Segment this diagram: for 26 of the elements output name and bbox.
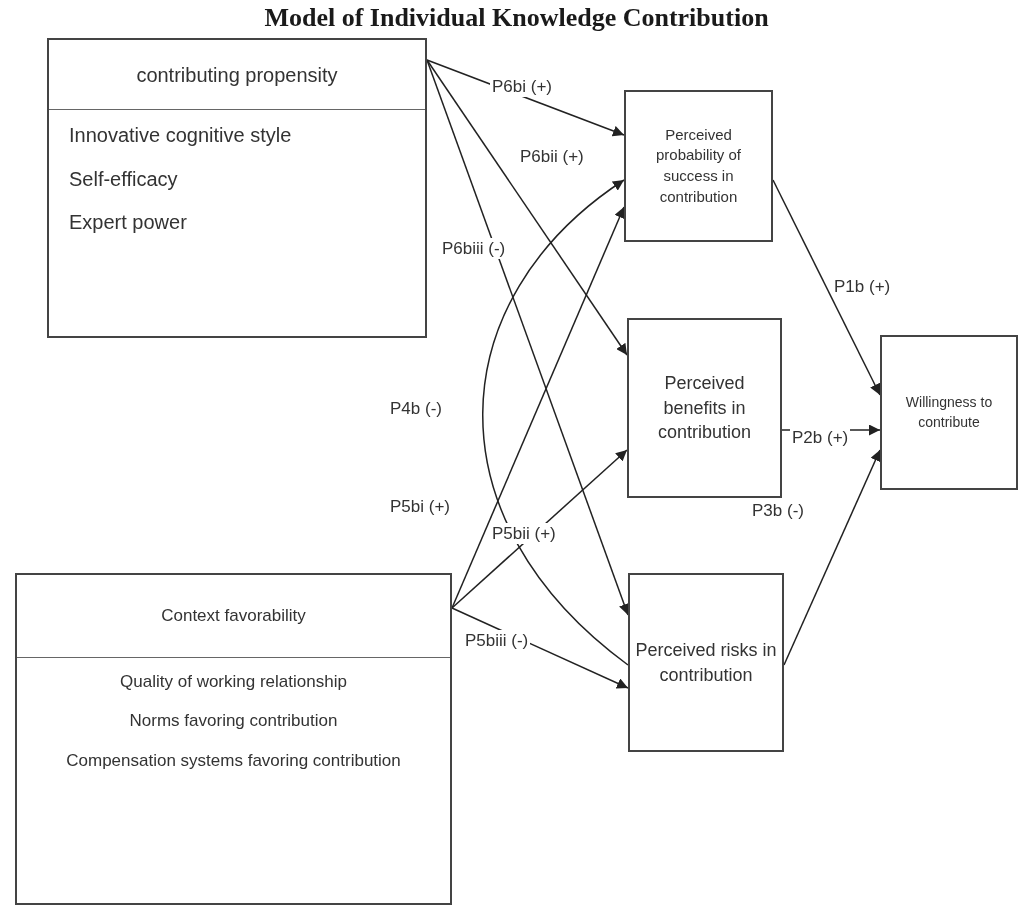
factor-text: Self-efficacy xyxy=(69,166,178,192)
factor-text: Innovative cognitive style xyxy=(69,123,292,148)
mediator-box xyxy=(624,90,773,242)
mediator-box xyxy=(627,318,782,498)
factor-text: Expert power xyxy=(69,210,187,235)
box-text: Perceived probability of success in contribution xyxy=(654,124,743,207)
factor-text: Norms favoring contribution xyxy=(129,710,338,733)
factor-text: Quality of working relationship xyxy=(120,671,347,693)
construct-box xyxy=(47,38,427,338)
edge-label: P6biii (-) xyxy=(440,238,508,260)
box-heading: Context favorability xyxy=(161,605,306,628)
edge-label: P5biii (-) xyxy=(463,630,531,652)
arrow xyxy=(426,59,628,356)
construct-box xyxy=(15,573,452,905)
box-text: Willingness to contribute xyxy=(904,393,994,432)
mediator-box xyxy=(628,573,784,752)
edge-label: P5bii (+) xyxy=(490,523,558,545)
diagram-title: Model of Individual Knowledge Contribution xyxy=(264,2,769,34)
box-heading: contributing propensity xyxy=(136,62,338,88)
box-text: Perceived risks in contribution xyxy=(634,638,778,687)
factor-text: Compensation systems favoring contribution xyxy=(66,749,401,772)
box-text: Perceived benefits in contribution xyxy=(656,371,753,445)
arrow xyxy=(772,179,881,396)
edge-label: P2b (+) xyxy=(790,427,851,449)
outcome-box xyxy=(880,335,1018,490)
arrow xyxy=(482,179,629,666)
